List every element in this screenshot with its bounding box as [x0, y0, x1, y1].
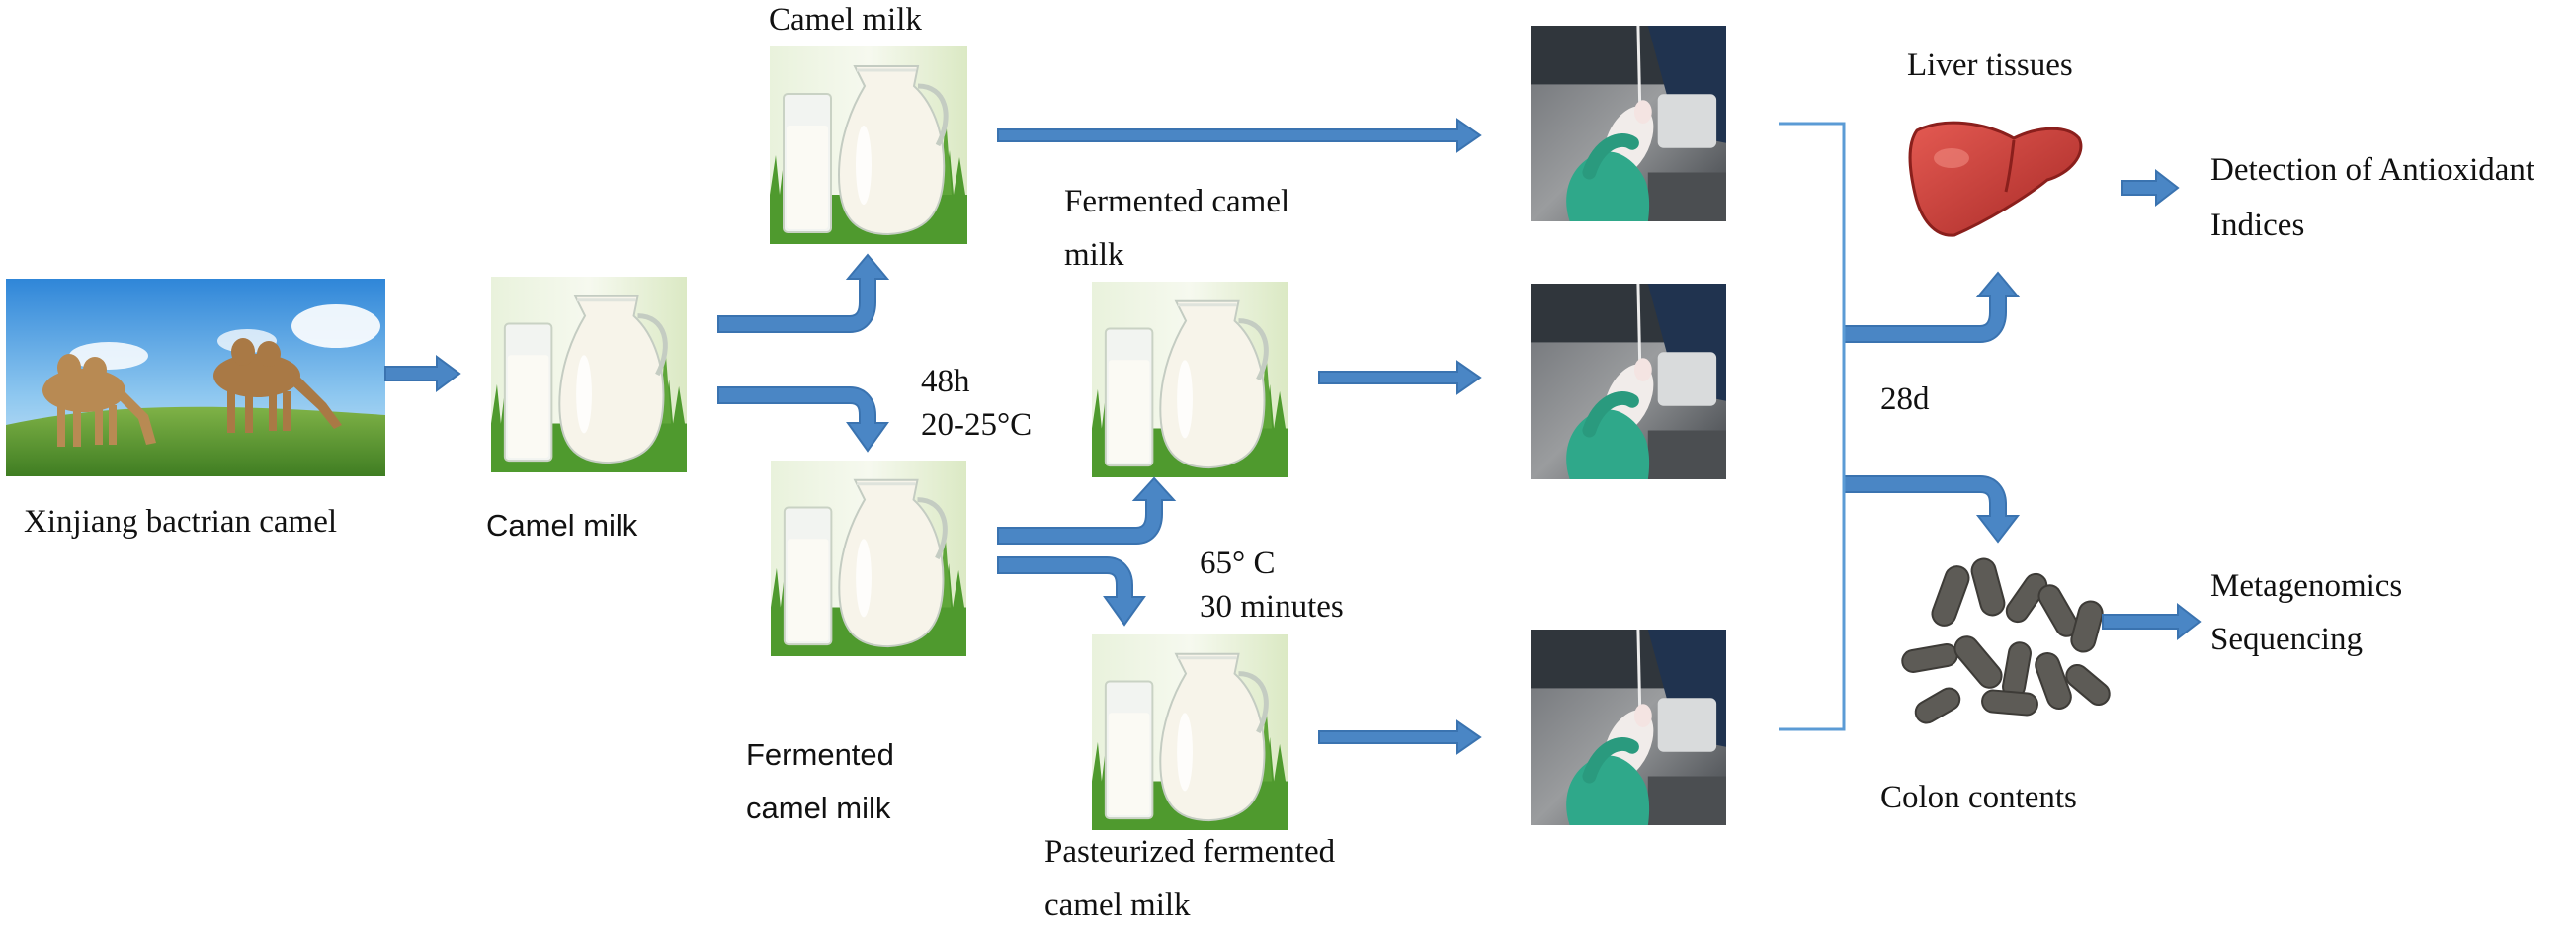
label-camel-milk-raw: Camel milk: [769, 2, 922, 38]
arrow-milk-to-fermented: [717, 386, 889, 453]
milk-photo-pasteurized: [1092, 634, 1288, 830]
flow-arrows: [384, 118, 2202, 755]
arrow-pasteurized-to-mouse: [1318, 719, 1482, 755]
arrow-colon-to-metagenomics: [2102, 602, 2202, 641]
label-fermented-bottom-2: camel milk: [746, 791, 891, 825]
milk-photo-source: [491, 277, 687, 472]
label-metagenomics-2: Sequencing: [2210, 622, 2363, 657]
label-duration: 28d: [1880, 381, 1930, 417]
milk-photo-fermented-intermediate: [771, 461, 966, 656]
label-pasteur-temp: 65° C: [1200, 546, 1276, 581]
mouse-gavage-photo-3: [1531, 630, 1726, 825]
mouse-gavage-photo-1: [1531, 26, 1726, 221]
liver-icon: [1908, 121, 2083, 237]
label-fermented-top-1: Fermented camel: [1064, 184, 1290, 219]
feces-icon: [1901, 557, 2111, 724]
milk-photo-raw: [770, 46, 967, 244]
label-pasteurized-1: Pasteurized fermented: [1044, 834, 1336, 870]
label-camel-milk-source: Camel milk: [486, 508, 638, 543]
label-antioxidant-1: Detection of Antioxidant: [2210, 152, 2535, 188]
label-camel-source: Xinjiang bactrian camel: [24, 504, 338, 540]
label-ferment-time: 48h: [921, 364, 970, 399]
mouse-gavage-photo-2: [1531, 284, 1726, 479]
label-pasteurized-2: camel milk: [1044, 887, 1191, 923]
arrow-camel-to-milk: [384, 355, 461, 392]
arrow-to-liver: [1843, 271, 2021, 343]
arrow-raw-to-mouse: [997, 118, 1482, 153]
label-ferment-temp: 20-25°C: [921, 407, 1033, 443]
arrow-to-pasteurized-group: [997, 556, 1146, 627]
label-colon: Colon contents: [1880, 780, 2077, 815]
arrow-to-fermented-group: [997, 476, 1177, 545]
label-antioxidant-2: Indices: [2210, 208, 2305, 243]
label-fermented-top-2: milk: [1064, 237, 1124, 273]
camel-photo: [6, 279, 385, 476]
arrow-liver-to-detection: [2121, 168, 2180, 208]
label-metagenomics-1: Metagenomics: [2210, 568, 2403, 604]
label-fermented-bottom-1: Fermented: [746, 737, 894, 772]
label-liver: Liver tissues: [1907, 47, 2073, 83]
arrow-fermented-to-mouse: [1318, 360, 1482, 395]
label-pasteur-time: 30 minutes: [1200, 589, 1344, 625]
group-bracket: [1779, 122, 1846, 731]
arrow-to-colon: [1843, 475, 2021, 544]
arrow-milk-to-raw: [717, 253, 890, 333]
milk-photo-fermented: [1092, 282, 1288, 477]
